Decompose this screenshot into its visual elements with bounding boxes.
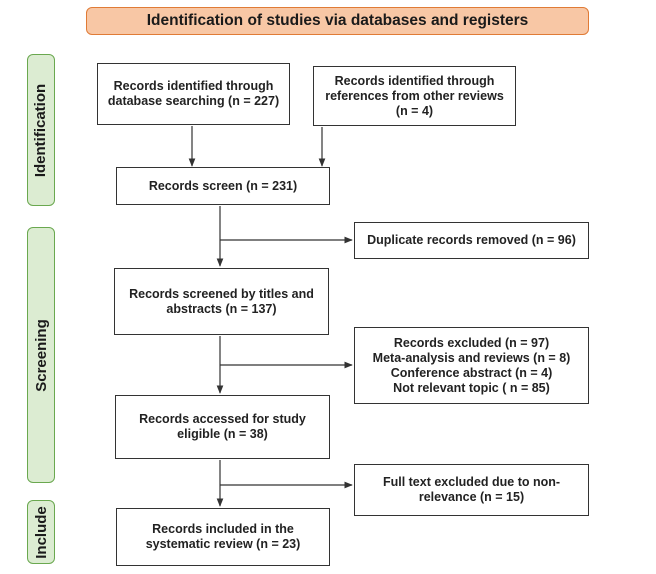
text-line: relevance (n = 15) bbox=[418, 490, 525, 504]
text-line: eligible (n = 38) bbox=[177, 427, 268, 441]
text-line: Records identified through bbox=[113, 79, 274, 93]
box-records-screen-text: Records screen (n = 231) bbox=[149, 179, 297, 194]
phase-identification: Identification bbox=[27, 54, 55, 206]
box-records-excluded-text: Records excluded (n = 97)Meta-analysis a… bbox=[373, 336, 571, 396]
phase-identification-label: Identification bbox=[32, 83, 50, 177]
text-line: Records excluded (n = 97) bbox=[393, 335, 550, 350]
text-line: references from other reviews bbox=[325, 88, 504, 103]
text-line: Not relevant topic ( n = 85) bbox=[393, 380, 550, 395]
text-line: Records screened by titles and bbox=[129, 286, 314, 301]
box-duplicates-removed: Duplicate records removed (n = 96) bbox=[354, 222, 589, 259]
header-banner: Identification of studies via databases … bbox=[86, 7, 589, 35]
box-fulltext-excluded-text: Full text excluded due to non-relevance … bbox=[383, 475, 560, 505]
text-line: abstracts (n = 137) bbox=[166, 301, 277, 316]
text-line: database searching (n = 227) bbox=[107, 94, 280, 108]
text-line: Records included in the bbox=[152, 522, 294, 536]
box-fulltext-excluded: Full text excluded due to non-relevance … bbox=[354, 464, 589, 516]
text-line: Duplicate records removed (n = 96) bbox=[367, 233, 576, 247]
phase-include-label: Include bbox=[32, 505, 50, 559]
box-records-screen: Records screen (n = 231) bbox=[116, 167, 330, 205]
text-line: Full text excluded due to non- bbox=[382, 475, 561, 489]
phase-screening-label: Screening bbox=[32, 318, 50, 392]
box-records-excluded: Records excluded (n = 97)Meta-analysis a… bbox=[354, 327, 589, 404]
phase-screening: Screening bbox=[27, 227, 55, 483]
phase-include: Include bbox=[27, 500, 55, 564]
box-duplicates-removed-text: Duplicate records removed (n = 96) bbox=[367, 233, 576, 248]
header-title: Identification of studies via databases … bbox=[146, 12, 529, 29]
text-line: Records identified through bbox=[334, 73, 495, 88]
text-line: Conference abstract (n = 4) bbox=[390, 365, 553, 380]
text-line: Records accessed for study bbox=[139, 412, 306, 426]
text-line: systematic review (n = 23) bbox=[145, 537, 301, 551]
text-line: Records screen (n = 231) bbox=[148, 178, 298, 193]
text-line: (n = 4) bbox=[395, 103, 434, 118]
text-line: Meta-analysis and reviews (n = 8) bbox=[372, 350, 571, 365]
